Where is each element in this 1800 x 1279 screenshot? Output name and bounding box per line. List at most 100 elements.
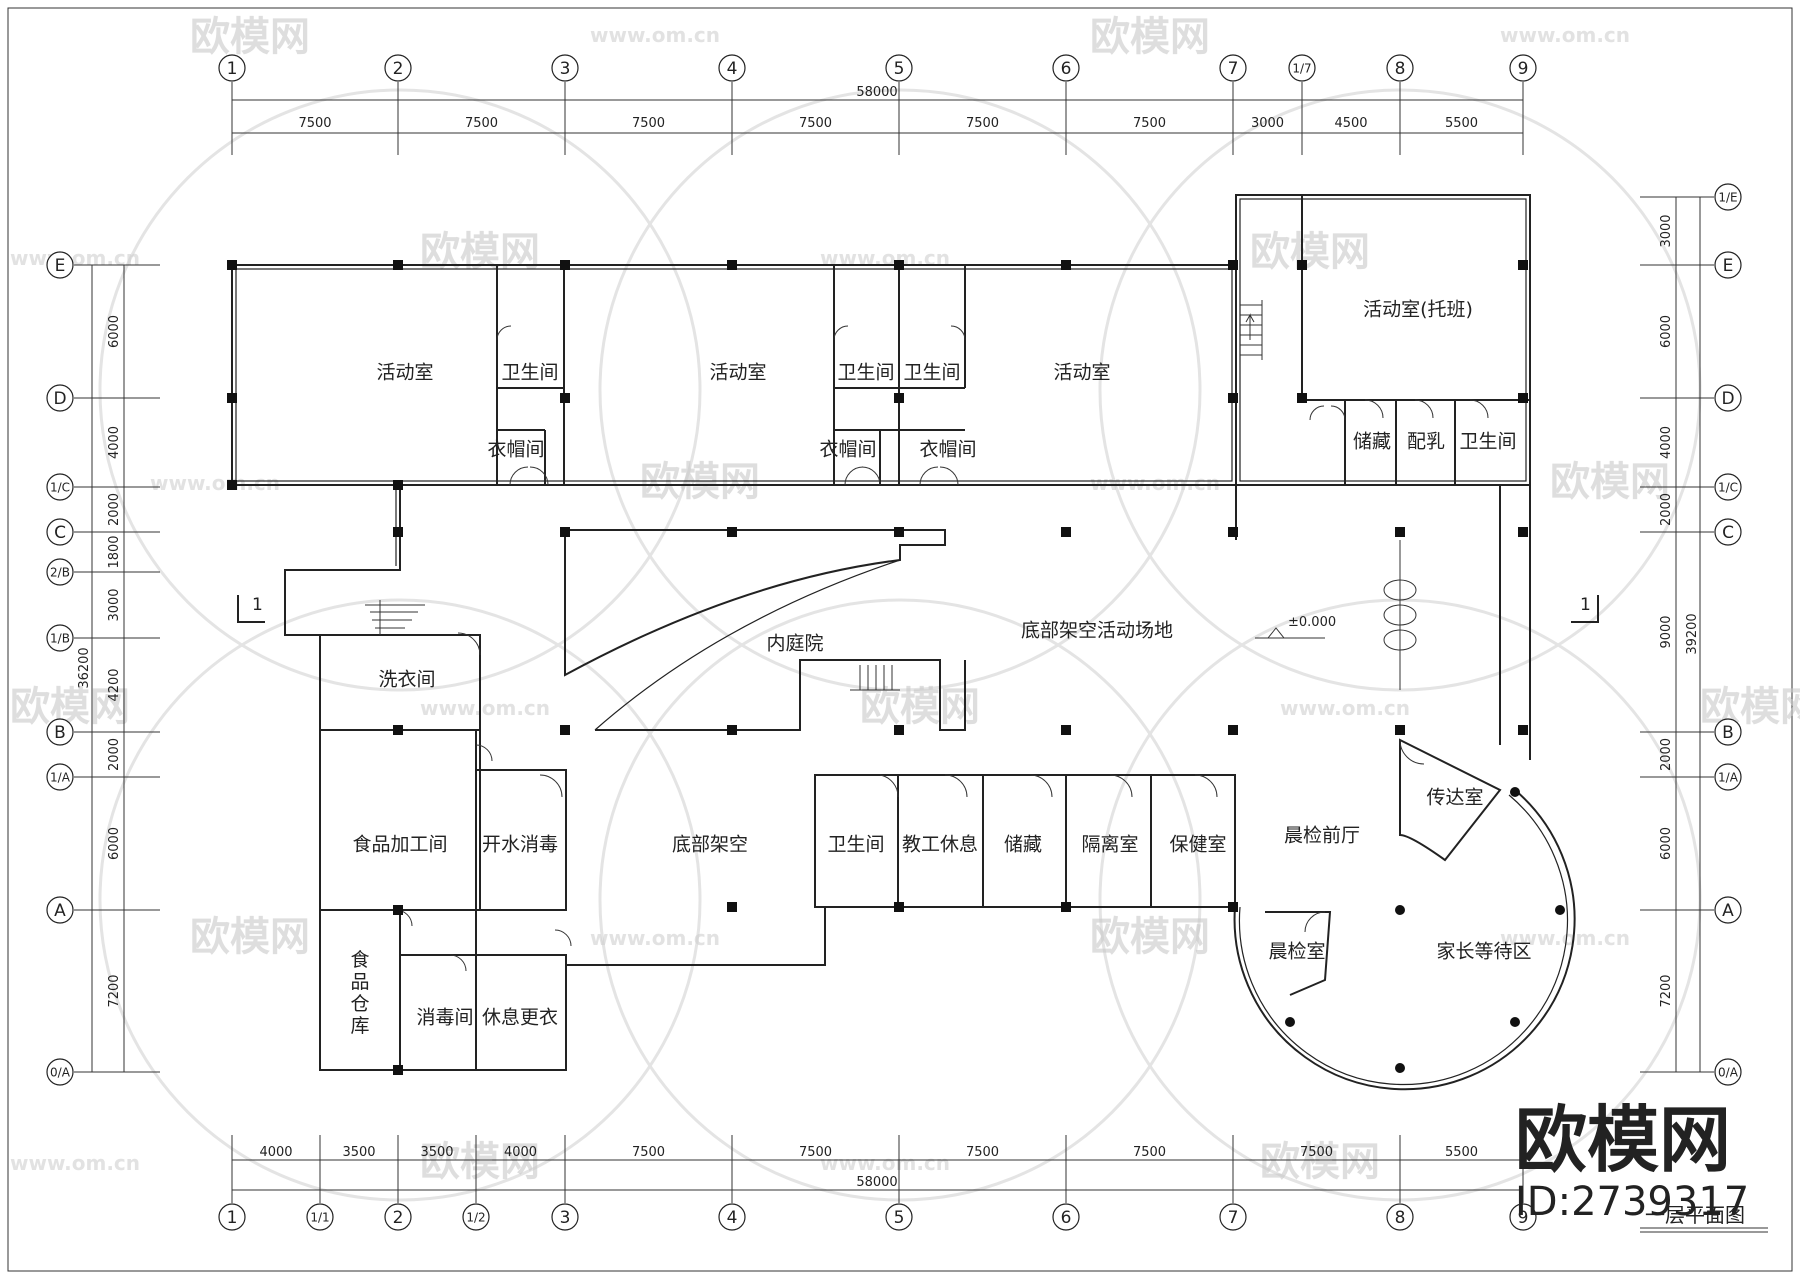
column: [1061, 260, 1071, 270]
column: [894, 725, 904, 735]
axis-label: 1/A: [50, 771, 71, 785]
brand-logo: 欧模网 ID:2739317: [1515, 1098, 1749, 1225]
room-label: 开水消毒: [482, 834, 558, 856]
column-round: [1285, 1017, 1295, 1027]
column: [393, 480, 403, 490]
column: [1228, 393, 1238, 403]
column: [1228, 902, 1238, 912]
south-rooms-outline: [814, 774, 1236, 908]
column: [393, 260, 403, 270]
watermark-brand: 欧模网: [190, 14, 310, 60]
column: [1518, 527, 1528, 537]
watermark-brand: 欧模网: [420, 1139, 540, 1185]
axis-bubble: [46, 624, 74, 652]
dim-segment: 7500: [799, 1145, 832, 1160]
column: [727, 902, 737, 912]
dim-segment: 2000: [1659, 493, 1674, 526]
column: [1395, 725, 1405, 735]
column: [1228, 260, 1238, 270]
stair-icon: [850, 665, 900, 691]
room-labels: 活动室 卫生间 活动室 卫生间 卫生间 活动室 活动室(托班) 衣帽间 衣帽间 …: [350, 299, 1531, 1037]
room-label: 食品加工间: [352, 834, 447, 856]
dim-segment: 7200: [1659, 974, 1674, 1007]
column: [1061, 527, 1071, 537]
axis-bubble: [218, 54, 246, 82]
dim-total-left: 36200: [77, 647, 92, 688]
room-label: 卫生间: [837, 362, 894, 384]
svg-text:1: 1: [1580, 595, 1591, 615]
column: [393, 1065, 403, 1075]
dim-segment: 7500: [632, 1145, 665, 1160]
room-label: 卫生间: [827, 834, 884, 856]
axis-label: 1: [227, 1208, 238, 1228]
axis-label: 2: [393, 1208, 404, 1228]
axis-bubble: [1509, 54, 1537, 82]
axis-bubble: [1509, 1203, 1537, 1231]
room-label: 衣帽间: [487, 439, 544, 461]
stair-icon: [1240, 300, 1263, 360]
watermark-brand: 欧模网: [420, 229, 540, 275]
room-label: 卫生间: [903, 362, 960, 384]
column-round: [1555, 905, 1565, 915]
dim-segment: 7500: [465, 116, 498, 131]
room-label: 内庭院: [766, 633, 823, 655]
elevation-marker: ±0.000: [1255, 615, 1336, 639]
column: [727, 527, 737, 537]
column: [1297, 260, 1307, 270]
room-label: 保健室: [1169, 834, 1226, 856]
axis-bubble: [718, 54, 746, 82]
watermark-brand: 欧模网: [640, 459, 760, 505]
axis-bubble: [1219, 54, 1247, 82]
axis-label: 1/B: [50, 632, 70, 646]
axis-bubble: [46, 518, 74, 546]
columns-layer: [227, 260, 1565, 1075]
room-label: 底部架空活动场地: [1021, 620, 1173, 642]
axis-label: D: [1721, 389, 1734, 409]
axis-bubble: [46, 558, 74, 586]
east-wing-outline: [1235, 194, 1531, 486]
axis-label: 4: [727, 1208, 738, 1228]
axis-bubble: [1714, 473, 1742, 501]
column: [894, 527, 904, 537]
axis-bubble: [718, 1203, 746, 1231]
column: [894, 902, 904, 912]
axis-label: 3: [560, 1208, 571, 1228]
axis-bubble: [1714, 518, 1742, 546]
room-label: 储藏: [1004, 834, 1042, 856]
dim-segment: 4500: [1334, 116, 1367, 131]
column: [1518, 260, 1528, 270]
room-label: 活动室: [1053, 362, 1110, 384]
watermark-url: www.om.cn: [1280, 696, 1410, 720]
watermark-url: www.om.cn: [590, 926, 720, 950]
brand-name: 欧模网: [1515, 1098, 1731, 1182]
dim-segment: 1800: [107, 535, 122, 568]
watermark-brand: 欧模网: [1550, 459, 1670, 505]
dim-segment: 7500: [632, 116, 665, 131]
axis-label: 9: [1518, 1208, 1529, 1228]
axis-bubble: [1288, 54, 1316, 82]
column: [1228, 527, 1238, 537]
dim-total-right: 39200: [1685, 613, 1700, 654]
dim-segment: 4000: [259, 1145, 292, 1160]
axis-bubble: [551, 1203, 579, 1231]
axis-bubble: [46, 473, 74, 501]
axis-label: 1/E: [1718, 191, 1737, 205]
dim-segment: 9000: [1659, 615, 1674, 648]
stair-icon: [365, 600, 425, 635]
dim-segment: 7500: [966, 1145, 999, 1160]
room-label: 家长等待区: [1436, 941, 1531, 963]
axis-bubble: [1052, 1203, 1080, 1231]
room-label: 卫生间: [501, 362, 558, 384]
reception-room-outline: [1399, 738, 1502, 862]
room-label: 隔离室: [1081, 834, 1138, 856]
section-marker-right: 1: [1571, 595, 1599, 623]
axis-label: A: [1722, 901, 1734, 921]
axis-label: 2: [393, 59, 404, 79]
axis-bubble: [306, 1203, 334, 1231]
column: [560, 260, 570, 270]
axis-label: D: [53, 389, 66, 409]
dim-segment: 4000: [1659, 426, 1674, 459]
axis-label: E: [55, 256, 66, 276]
